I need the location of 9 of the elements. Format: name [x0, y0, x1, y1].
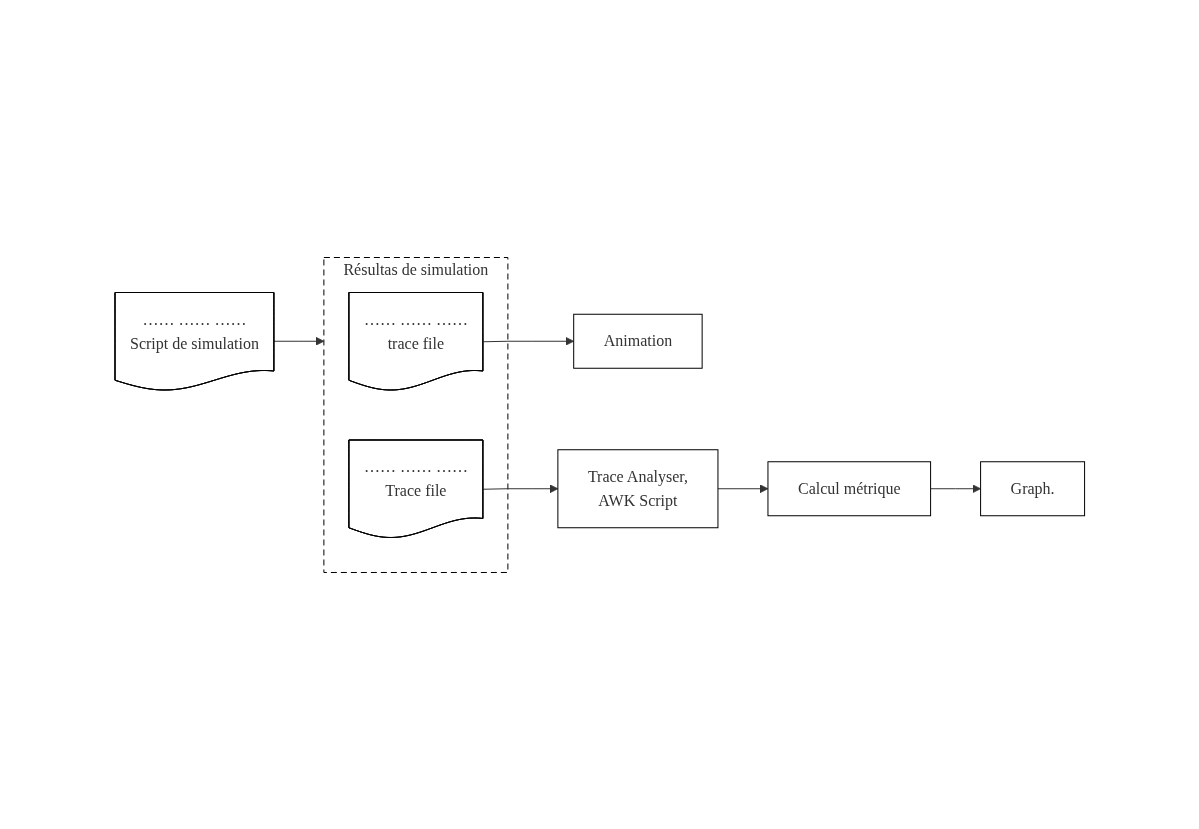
arrow: [482, 336, 574, 346]
node-box: Graph.: [979, 460, 1085, 516]
node-box: Animation: [572, 313, 703, 369]
arrow: [273, 336, 324, 346]
node-box: Calcul métrique: [767, 460, 931, 516]
node-box: Trace Analyser, AWK Script: [557, 448, 719, 528]
arrow: [482, 483, 558, 493]
arrow: [929, 483, 981, 493]
arrow: [717, 483, 769, 493]
